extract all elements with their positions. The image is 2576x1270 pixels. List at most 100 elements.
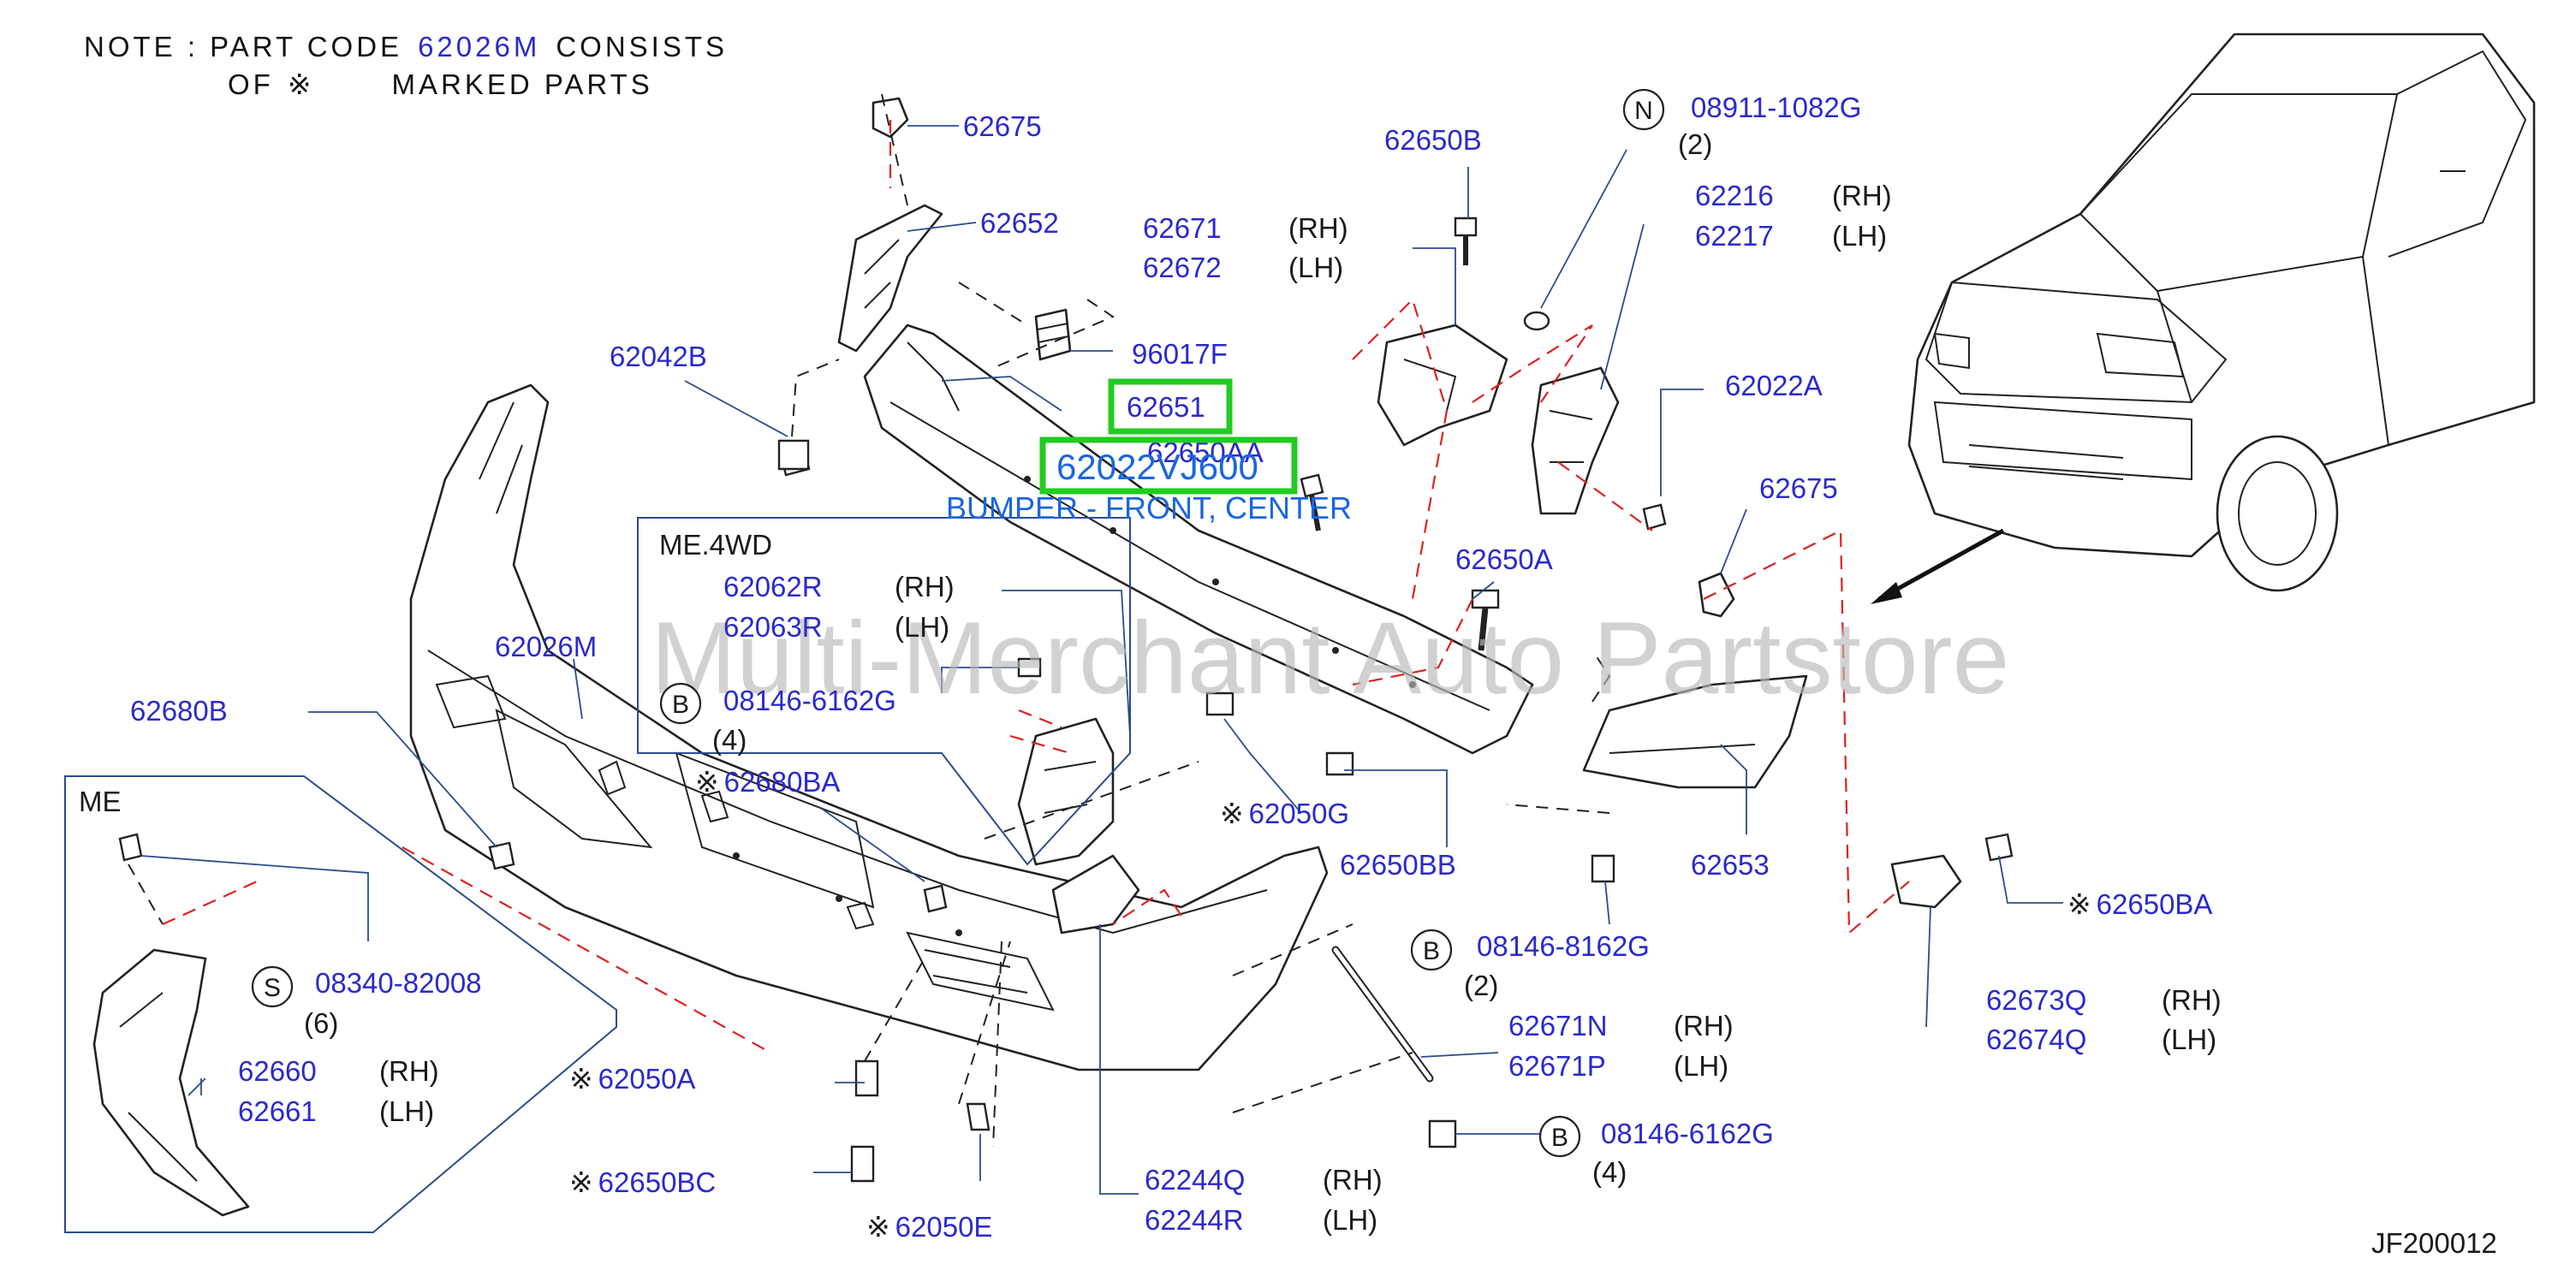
code-62050g: 62050G (1249, 798, 1349, 829)
note-line1-end: CONSISTS (556, 31, 728, 62)
part-label-62650a[interactable]: 62650A (1455, 543, 1553, 575)
b-symbol-circle-1 (659, 682, 702, 725)
qty-08340: (6) (304, 1007, 338, 1039)
side-62244r: (LH) (1323, 1204, 1377, 1236)
part-label-08911[interactable]: 08911-1082G (1691, 92, 1861, 123)
code-62050e: 62050E (895, 1211, 993, 1243)
part-label-62063r[interactable]: 62063R (723, 611, 823, 643)
part-label-08146-8162g[interactable]: 08146-8162G (1477, 930, 1650, 962)
highlighted-part-number[interactable]: 62022VJ600 (1056, 447, 1258, 487)
highlight-box-62651[interactable] (1108, 378, 1233, 435)
part-label-62680b[interactable]: 62680B (130, 695, 228, 727)
part-label-62216[interactable]: 62216 (1695, 180, 1774, 211)
qty-08146-8162g: (2) (1464, 970, 1498, 1001)
clip-62675-right (1698, 572, 1735, 618)
highlight-box-part-number[interactable] (1039, 436, 1298, 495)
part-label-62244q[interactable]: 62244Q (1145, 1164, 1245, 1196)
b-symbol-circle-2 (1410, 929, 1453, 971)
mark-62050a: ※ (569, 1063, 593, 1095)
part-label-62650bc[interactable]: ※62650BC (569, 1166, 716, 1198)
me4wd-box (637, 517, 1131, 866)
part-label-62661[interactable]: 62661 (238, 1095, 317, 1127)
part-label-62244r[interactable]: 62244R (1145, 1204, 1244, 1236)
svg-text:OF※MARKED PARTS: OF※MARKED PARTS (228, 68, 653, 100)
fasteners (118, 217, 2014, 1183)
side-62062r: (RH) (895, 571, 955, 602)
note-line2-end: MARKED PARTS (391, 68, 652, 100)
part-label-62671p[interactable]: 62671P (1508, 1050, 1606, 1082)
part-label-62672[interactable]: 62672 (1143, 252, 1222, 283)
rod-62671n (1331, 946, 1434, 1083)
part-label-62652[interactable]: 62652 (980, 207, 1059, 239)
part-label-96017f[interactable]: 96017F (1132, 338, 1228, 370)
part-label-62675-right[interactable]: 62675 (1759, 472, 1838, 504)
me-box (64, 775, 617, 1233)
part-label-62671[interactable]: 62671 (1143, 212, 1222, 244)
part-label-62650b[interactable]: 62650B (1384, 124, 1482, 156)
code-62650ba: 62650BA (2097, 888, 2213, 920)
highlight-overlay: 62651 62650AA 62022VJ600 BUMPER - FRONT,… (946, 378, 1352, 525)
mark-62650bc: ※ (569, 1166, 593, 1198)
me4wd-box-title: ME.4WD (659, 529, 772, 561)
side-62673q: (RH) (2162, 984, 2222, 1016)
highlighted-part-name: BUMPER - FRONT, CENTER (946, 490, 1352, 525)
qty-08911: (2) (1678, 128, 1712, 160)
part-label-62050g[interactable]: ※62050G (1220, 798, 1349, 829)
note-part-code[interactable]: 62026M (418, 31, 540, 62)
part-label-62042b[interactable]: 62042B (610, 341, 707, 372)
side-62660: (RH) (379, 1055, 439, 1087)
part-label-62050a[interactable]: ※62050A (569, 1063, 695, 1095)
bumper-face (409, 383, 1329, 1071)
part-label-62050e[interactable]: ※62050E (866, 1211, 992, 1243)
bracket-62216 (1531, 366, 1620, 515)
part-label-62680ba[interactable]: ※62680BA (695, 766, 840, 798)
side-62671p: (LH) (1674, 1050, 1728, 1082)
s-symbol-circle (251, 965, 294, 1008)
side-62217: (LH) (1832, 220, 1887, 252)
part-label-62026m[interactable]: 62026M (495, 631, 597, 662)
part-label-62671n[interactable]: 62671N (1508, 1010, 1608, 1042)
part-label-62651[interactable]: 62651 (1127, 391, 1205, 423)
part-label-62673q[interactable]: 62673Q (1986, 984, 2086, 1016)
qty-08146-6162g-b: (4) (1592, 1156, 1627, 1188)
mark-62680ba: ※ (695, 766, 719, 798)
side-62216: (RH) (1832, 180, 1892, 211)
side-62063r: (LH) (895, 611, 949, 643)
part-label-62062r[interactable]: 62062R (723, 571, 823, 602)
part-label-08340[interactable]: 08340-82008 (315, 967, 482, 999)
part-label-62217[interactable]: 62217 (1695, 220, 1774, 252)
part-label-62650ba[interactable]: ※62650BA (2067, 888, 2212, 920)
side-62661: (LH) (379, 1095, 434, 1127)
part-label-62675-top[interactable]: 62675 (963, 110, 1042, 142)
part-label-62022a[interactable]: 62022A (1725, 370, 1823, 401)
part-label-62653[interactable]: 62653 (1691, 849, 1770, 881)
stay-62244q (1051, 854, 1140, 935)
mud-guard-62660 (92, 948, 250, 1217)
code-62650bc: 62650BC (598, 1166, 717, 1198)
assembly-lines (128, 93, 1910, 1148)
mark-62050e: ※ (866, 1211, 890, 1243)
qty-08146-6162g-a: (4) (712, 724, 747, 756)
me-box-title: ME (79, 786, 122, 817)
s-symbol-letter: S (264, 974, 281, 1002)
clip-62675-top (872, 97, 909, 139)
side-62671: (RH) (1288, 212, 1348, 244)
side-62672: (LH) (1288, 252, 1343, 283)
part-label-08146-6162g-a[interactable]: 08146-6162G (723, 685, 896, 716)
part-label-62660[interactable]: 62660 (238, 1055, 317, 1087)
mark-62650ba: ※ (2067, 888, 2091, 920)
note-line2-text: OF (228, 68, 274, 100)
bumper-rubber-96017f (1034, 308, 1072, 361)
side-62244q: (RH) (1323, 1164, 1383, 1196)
end-cap-62653 (1582, 674, 1808, 789)
part-label-62674q[interactable]: 62674Q (1986, 1024, 2086, 1055)
part-labels: 62675 62652 62650B N 08911-1082G (2) 626… (79, 88, 2222, 1243)
code-62680ba: 62680BA (724, 766, 841, 798)
part-label-62650bb[interactable]: 62650BB (1340, 849, 1456, 881)
part-label-08146-6162g-b[interactable]: 08146-6162G (1601, 1118, 1774, 1149)
stay-62062r (1017, 717, 1115, 866)
note-line1-text: NOTE : PART CODE (84, 31, 402, 62)
leader-lines (140, 125, 2063, 1195)
